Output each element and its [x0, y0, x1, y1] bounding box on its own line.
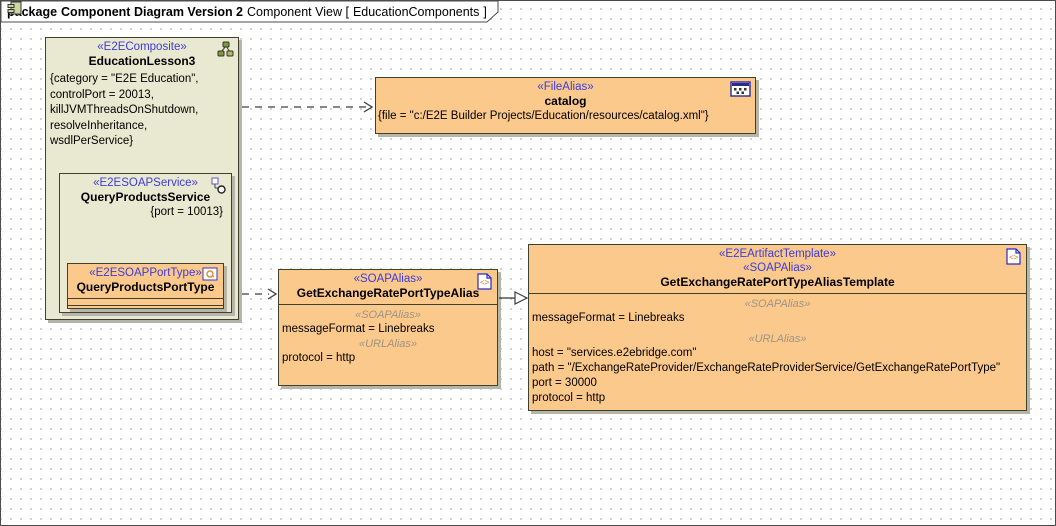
section-line: protocol = http — [279, 351, 497, 366]
section-line: messageFormat = Linebreaks — [279, 322, 497, 337]
tab-diagram-name[interactable]: EducationComponents — [353, 5, 479, 19]
dependency-arrow-porttype-to-alias[interactable] — [242, 289, 276, 299]
node-name: GetExchangeRatePortTypeAliasTemplate — [529, 275, 1026, 290]
component-icon — [7, 1, 23, 15]
node-name: QueryProductsService — [60, 190, 231, 205]
stereotype-label: «E2EArtifactTemplate» — [529, 245, 1026, 261]
file-property: {file = "c:/E2E Builder Projects/Educati… — [376, 109, 755, 122]
node-name: QueryProductsPortType — [68, 280, 223, 295]
svg-text:<>: <> — [1009, 253, 1019, 262]
section-line: port = 30000 — [529, 376, 1026, 391]
stereotype-label: «SOAPAlias» — [279, 270, 497, 286]
section-line: protocol = http — [529, 391, 1026, 406]
xml-document-icon: <> — [476, 273, 493, 290]
stereotype-label: «SOAPAlias» — [529, 261, 1026, 275]
tab-diagram-title: Component Diagram Version 2 — [61, 5, 243, 19]
tab-context-label: Component View [ — [247, 5, 349, 19]
property-line: controlPort = 20013, — [50, 88, 234, 104]
section-stereotype: «SOAPAlias» — [529, 297, 1026, 311]
section-line: path = "/ExchangeRateProvider/ExchangeRa… — [529, 361, 1026, 376]
section-stereotype: «URLAlias» — [279, 337, 497, 351]
section-stereotype: «URLAlias» — [529, 332, 1026, 346]
section-stereotype: «SOAPAlias» — [279, 308, 497, 322]
stereotype-label: «E2EComposite» — [46, 38, 238, 54]
node-exchange-rate-port-type-alias-template[interactable]: «E2EArtifactTemplate» «SOAPAlias» GetExc… — [528, 244, 1027, 411]
stereotype-label: «E2ESOAPPortType» — [68, 264, 223, 280]
port-type-icon — [202, 267, 219, 282]
property-line: wsdlPerService} — [50, 134, 234, 150]
composite-tree-icon — [216, 41, 234, 59]
node-exchange-rate-port-type-alias[interactable]: «SOAPAlias» GetExchangeRatePortTypeAlias… — [278, 269, 498, 386]
port-constraint: {port = 10013} — [60, 205, 231, 220]
node-query-products-port-type[interactable]: «E2ESOAPPortType» QueryProductsPortType — [67, 263, 224, 309]
diagram-frame-tab[interactable]: package Component Diagram Version 2 Comp… — [1, 1, 501, 24]
empty-compartment — [68, 305, 223, 311]
empty-compartment — [68, 298, 223, 305]
node-name: GetExchangeRatePortTypeAlias — [279, 286, 497, 301]
section-line: messageFormat = Linebreaks — [529, 311, 1026, 326]
section-line: host = "services.e2ebridge.com" — [529, 346, 1026, 361]
node-catalog[interactable]: «FileAlias» catalog {file = "c:/E2E Buil… — [375, 77, 756, 134]
generalization-arrow-alias-to-template[interactable] — [499, 292, 527, 304]
tab-close-bracket: ] — [483, 5, 486, 19]
stereotype-label: «E2ESOAPService» — [60, 174, 231, 190]
svg-text:<>: <> — [480, 278, 490, 287]
file-table-icon — [730, 81, 751, 97]
node-name: EducationLesson3 — [46, 54, 238, 69]
property-line: killJVMThreadsOnShutdown, — [50, 103, 234, 119]
soap-service-icon — [210, 177, 227, 196]
stereotype-label: «FileAlias» — [376, 78, 755, 94]
node-name: catalog — [376, 94, 755, 109]
property-line: {category = "E2E Education", — [50, 72, 234, 88]
xml-document-icon: <> — [1005, 248, 1022, 265]
dependency-arrow-lesson-to-catalog[interactable] — [242, 102, 372, 112]
property-line: resolveInheritance, — [50, 119, 234, 135]
